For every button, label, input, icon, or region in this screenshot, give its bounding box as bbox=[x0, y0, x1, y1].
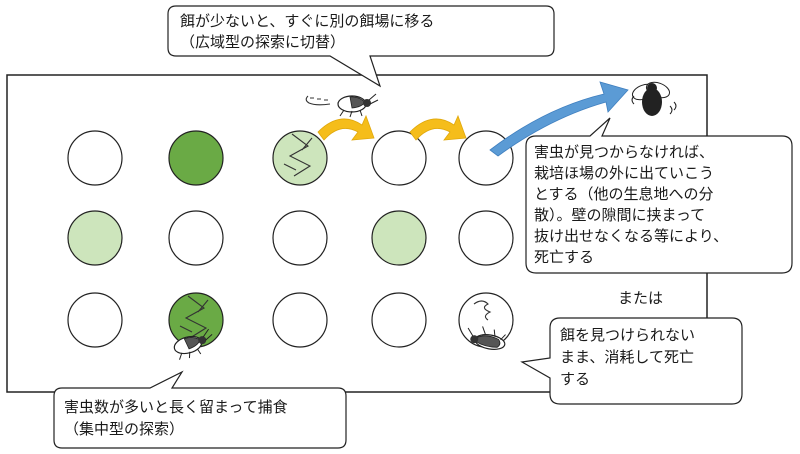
callout-bottom-left-line-2: （集中型の探索） bbox=[64, 420, 184, 438]
eaten-cracks bbox=[283, 133, 313, 177]
callout-right-upper-line-1: 害虫が見つからなければ、 bbox=[534, 143, 714, 161]
disperse-arrow bbox=[489, 81, 629, 157]
callout-bottom-left: 害虫数が多いと長く留まって捕食 （集中型の探索） bbox=[53, 370, 347, 449]
bait-circle-white bbox=[458, 210, 514, 266]
bait-circle-white bbox=[371, 130, 427, 186]
callout-right-lower-line-2: まま、消耗して死亡 bbox=[560, 348, 694, 366]
callout-right-lower-line-1: 餌を見つけられない bbox=[560, 326, 695, 344]
callout-top: 餌が少ないと、すぐに別の餌場に移る （広域型の探索に切替） bbox=[167, 5, 555, 88]
bait-circle-white bbox=[67, 292, 123, 348]
beetle-icon bbox=[337, 93, 379, 118]
callout-top-line-1: 餌が少ないと、すぐに別の餌場に移る bbox=[180, 12, 434, 30]
or-label: または bbox=[618, 289, 663, 307]
fly-icon bbox=[631, 81, 677, 116]
callout-right-upper-line-5: 抜け出せなくなる等により、 bbox=[534, 227, 728, 245]
bait-circle-light-green bbox=[67, 210, 123, 266]
callout-right-lower-line-3: する bbox=[560, 370, 590, 388]
eaten-cracks bbox=[179, 295, 209, 339]
callout-right-lower: 餌を見つけられない まま、消耗して死亡 する bbox=[520, 317, 743, 405]
callout-bottom-left-line-1: 害虫数が多いと長く留まって捕食 bbox=[64, 398, 288, 416]
move-arrow-1 bbox=[317, 114, 375, 141]
bait-circle-white bbox=[272, 210, 328, 266]
bait-circle-dark-green bbox=[168, 130, 224, 186]
bait-circle-white bbox=[371, 292, 427, 348]
callout-right-upper: 害虫が見つからなければ、 栽培ほ場の外に出ていこう とする（他の生息地への分 散… bbox=[525, 117, 793, 274]
bait-grid bbox=[67, 130, 514, 348]
callout-top-line-2: （広域型の探索に切替） bbox=[180, 33, 345, 51]
bait-circle-white bbox=[168, 210, 224, 266]
callout-right-upper-line-4: 散）。壁の隙間に挟まって bbox=[534, 206, 705, 224]
bait-circle-light-green bbox=[371, 210, 427, 266]
callout-right-upper-line-6: 死亡する bbox=[534, 248, 594, 266]
beetle-icon bbox=[467, 326, 506, 350]
bait-circle-white bbox=[272, 292, 328, 348]
move-arrow-2 bbox=[409, 114, 467, 141]
bait-circle-white bbox=[67, 130, 123, 186]
motion-lines-icon bbox=[305, 95, 331, 106]
callout-right-upper-line-3: とする（他の生息地への分 bbox=[534, 185, 714, 203]
beetle-icon bbox=[173, 328, 213, 360]
exhausted-squiggle bbox=[473, 300, 492, 321]
callout-right-upper-line-2: 栽培ほ場の外に出ていこう bbox=[534, 164, 714, 182]
bait-circle-light-green-cracked bbox=[272, 130, 328, 186]
